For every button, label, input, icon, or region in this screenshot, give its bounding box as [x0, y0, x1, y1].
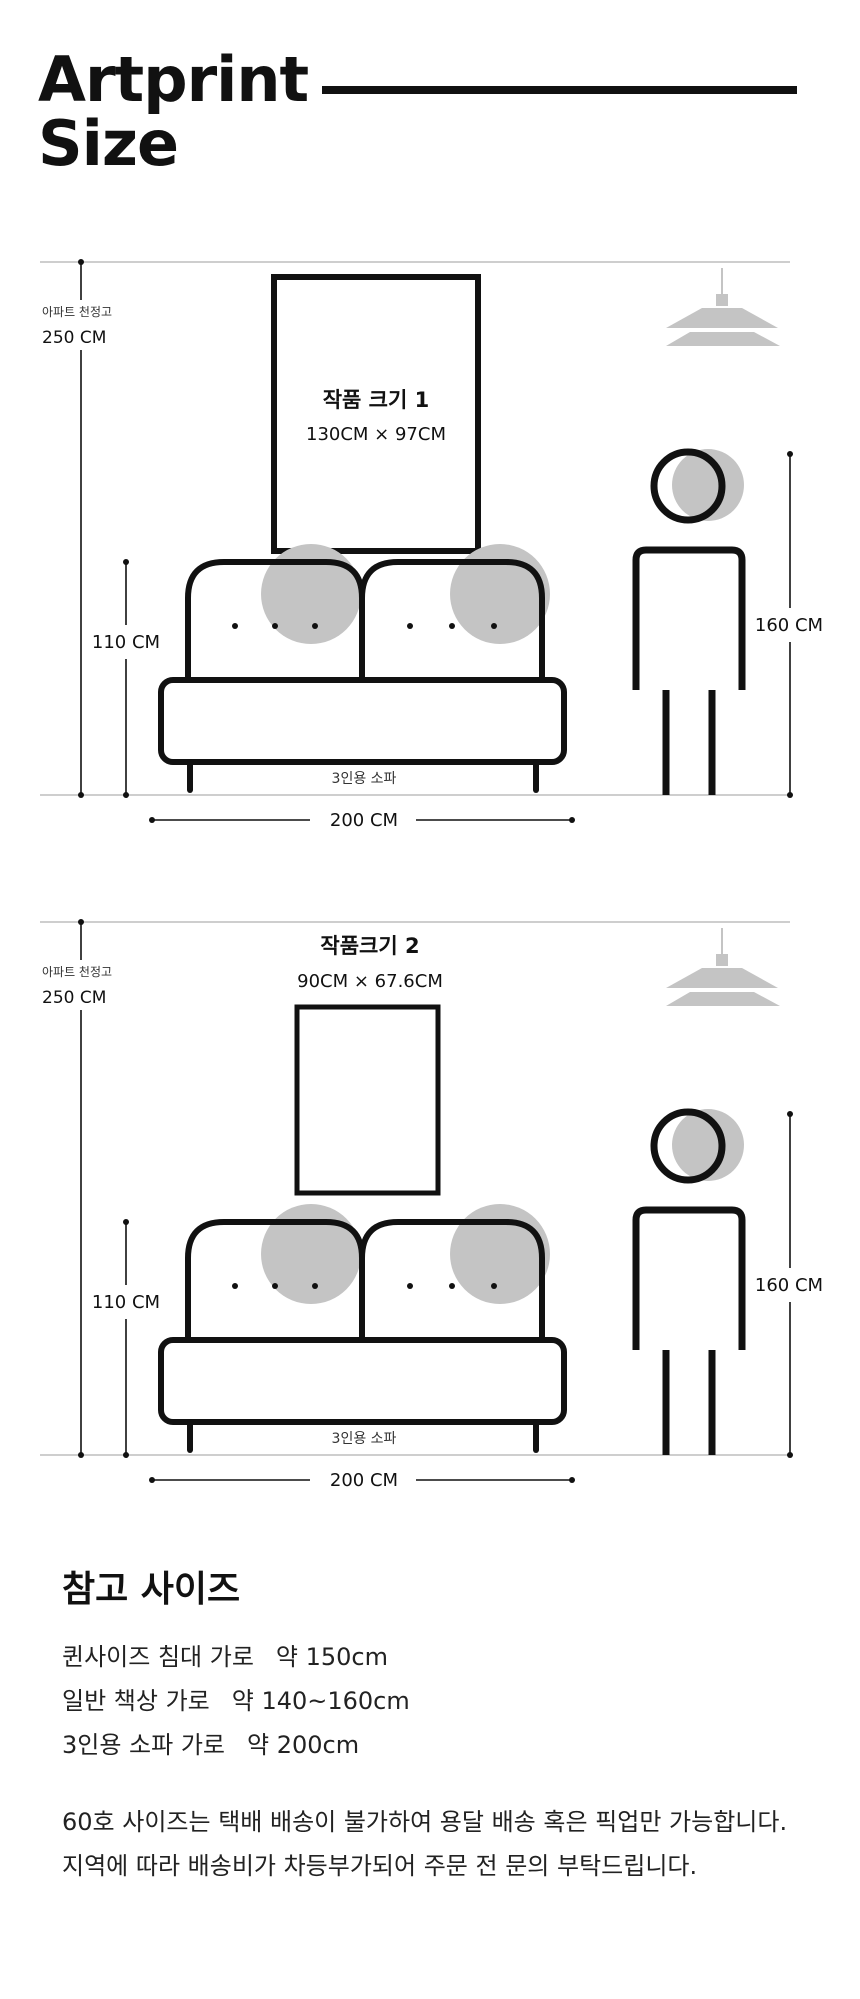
size-diagram-1: 아파트 천정고 250 CM 110 CM 작품 크기 1 130CM × 97… — [0, 250, 860, 890]
notice-line-2: 지역에 따라 배송비가 차등부가되어 주문 전 문의 부탁드립니다. — [62, 1852, 698, 1880]
artwork-frame: 작품 크기 1 130CM × 97CM — [271, 274, 481, 554]
artwork-name: 작품크기 2 — [320, 934, 419, 958]
reference-row: 3인용 소파 가로 약 200cm — [62, 1730, 822, 1760]
person-height-dimension: 160 CM — [750, 1111, 830, 1458]
sofa-height-dimension: 110 CM — [84, 559, 168, 798]
person-icon — [632, 1108, 746, 1455]
page-title: Artprint Size — [38, 43, 309, 180]
ceiling-height-dimension: 아파트 천정고 250 CM — [40, 259, 130, 798]
pendant-lamp-icon — [666, 268, 780, 346]
reference-value: 약 140~160cm — [231, 1687, 410, 1715]
sofa-width-value: 200 CM — [330, 1470, 398, 1491]
ceiling-height-value: 250 CM — [42, 988, 106, 1008]
person-icon — [632, 448, 746, 795]
artwork-size: 130CM × 97CM — [306, 424, 446, 445]
ceiling-height-value: 250 CM — [42, 328, 106, 348]
reference-item: 3인용 소파 가로 — [62, 1731, 226, 1759]
notice-line-1: 60호 사이즈는 택배 배송이 불가하여 용달 배송 혹은 픽업만 가능합니다. — [62, 1808, 788, 1836]
reference-title: 참고 사이즈 — [62, 1569, 241, 1610]
title-rule — [322, 86, 797, 94]
sofa-width-dimension: 200 CM — [149, 1465, 575, 1495]
ceiling-label: 아파트 천정고 — [42, 964, 112, 979]
ceiling-label: 아파트 천정고 — [42, 304, 112, 319]
sofa-label: 3인용 소파 — [332, 771, 397, 787]
reference-row: 퀸사이즈 침대 가로 약 150cm — [62, 1642, 822, 1672]
sofa-width-value: 200 CM — [330, 810, 398, 831]
reference-row: 일반 책상 가로 약 140~160cm — [62, 1686, 822, 1716]
sofa-height-value: 110 CM — [92, 1292, 160, 1313]
sofa-icon — [158, 544, 567, 793]
reference-sizes: 참고 사이즈 퀸사이즈 침대 가로 약 150cm 일반 책상 가로 약 140~1… — [62, 1560, 822, 1888]
reference-value: 약 150cm — [275, 1643, 388, 1671]
sofa-label: 3인용 소파 — [332, 1431, 397, 1447]
pendant-lamp-icon — [666, 928, 780, 1006]
person-height-value: 160 CM — [755, 1275, 823, 1296]
sofa-width-dimension: 200 CM — [149, 805, 575, 835]
sofa-height-value: 110 CM — [92, 632, 160, 653]
artwork-frame — [294, 1004, 441, 1196]
person-height-dimension: 160 CM — [750, 451, 830, 798]
sofa-height-dimension: 110 CM — [84, 1219, 168, 1458]
reference-value: 약 200cm — [247, 1731, 360, 1759]
artwork-size: 90CM × 67.6CM — [297, 971, 443, 992]
artwork-name: 작품 크기 1 — [323, 388, 430, 412]
room-diagram-2: 아파트 천정고 250 CM 110 CM 작품크기 2 90CM × 67.6… — [40, 919, 830, 1495]
size-diagram-2: 아파트 천정고 250 CM 110 CM 작품크기 2 90CM × 67.6… — [0, 910, 860, 1550]
title-line-1: Artprint — [38, 43, 309, 116]
reference-item: 일반 책상 가로 — [62, 1687, 210, 1715]
reference-item: 퀸사이즈 침대 가로 — [62, 1643, 254, 1671]
title-line-2: Size — [38, 107, 179, 180]
person-height-value: 160 CM — [755, 615, 823, 636]
room-diagram-1: 아파트 천정고 250 CM 110 CM 작품 크기 1 130CM × 97… — [40, 259, 830, 835]
ceiling-height-dimension: 아파트 천정고 250 CM — [40, 919, 130, 1458]
delivery-notice: 60호 사이즈는 택배 배송이 불가하여 용달 배송 혹은 픽업만 가능합니다.… — [62, 1800, 822, 1888]
sofa-icon — [158, 1204, 567, 1453]
